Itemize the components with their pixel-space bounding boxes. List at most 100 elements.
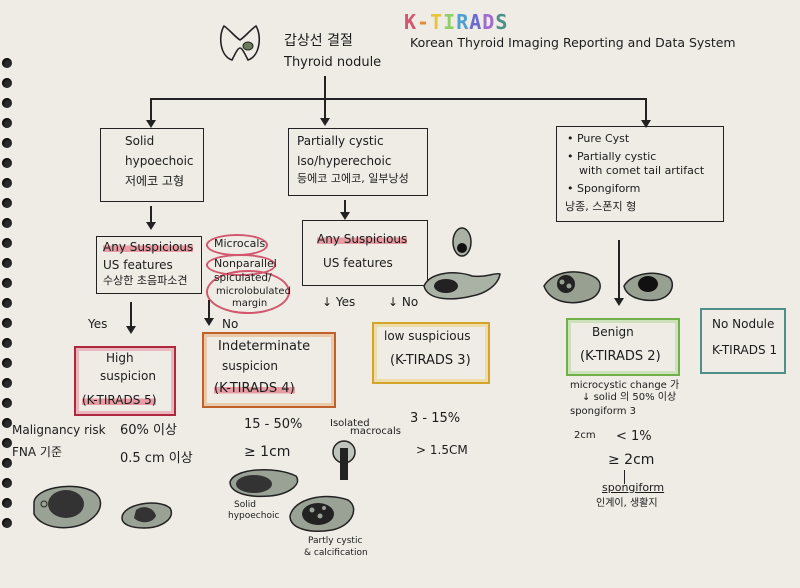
connector-line (645, 98, 647, 122)
binder-ring (2, 78, 12, 88)
thyroid-gland-icon (219, 24, 261, 61)
malignancy-risk-label: Malignancy risk (12, 423, 106, 437)
suspicious-text: US features (103, 258, 173, 272)
branch-text: 낭종, 스폰지 형 (565, 200, 637, 213)
arrow-down-icon (146, 222, 156, 230)
macrocalcification-sketch-icon (332, 440, 356, 480)
nodule-sketch-icon (33, 485, 102, 529)
solid-hypoechoic-sketch-icon (229, 469, 299, 498)
binder-ring (2, 458, 12, 468)
solid-hypo-label: hypoechoic (228, 511, 280, 521)
benign-note: ↓ solid 의 50% 이상 (582, 392, 677, 403)
title-korean: 갑상선 결절 (284, 33, 353, 49)
binder-ring (2, 338, 12, 348)
connector-line (150, 98, 152, 122)
connector-line (324, 76, 326, 98)
k2-2cm-note: 2cm (574, 430, 596, 441)
k3-risk: 3 - 15% (410, 411, 461, 426)
arrow-down-icon (204, 318, 214, 326)
binder-ring (2, 498, 12, 508)
arrow-down-icon (641, 120, 651, 128)
arrow-down-icon (320, 118, 330, 126)
binder-ring (2, 298, 12, 308)
k4-risk: 15 - 50% (244, 417, 303, 432)
title-english: Thyroid nodule (284, 55, 382, 70)
fna-label: FNA 기준 (12, 445, 62, 459)
connector-line (324, 98, 326, 120)
binder-ring (2, 478, 12, 488)
partially-cystic-box: Partially cystic Iso/hyperechoic 등에코 고에코… (288, 128, 428, 196)
solid-hypoechoic-box: Solid hypoechoic 저에코 고형 (100, 128, 204, 202)
binder-ring (2, 278, 12, 288)
feature-nonparallel: Nonparallel (214, 257, 277, 270)
binder-ring (2, 98, 12, 108)
binder-ring (2, 138, 12, 148)
branch-text: • Pure Cyst (567, 132, 630, 145)
k-tirads-2-box: Benign (K-TIRADS 2) (566, 318, 680, 376)
connector-line (150, 206, 152, 224)
connector-line (130, 302, 132, 328)
macrocals-label: macrocals (350, 426, 401, 437)
partly-cystic-label: Partly cystic (308, 536, 363, 546)
solid-suspicious-box: Any Suspicious US features 수상한 초음파소견 (96, 236, 202, 294)
binder-ring (2, 378, 12, 388)
category-text: low suspicious (384, 329, 471, 343)
branch-text: • Spongiform (567, 182, 641, 195)
k-tirads-4-box: Indeterminate suspicion (K-TIRADS 4) (202, 332, 336, 408)
feature-microlobulated: microlobulated (216, 286, 291, 297)
suspicious-text: 수상한 초음파소견 (103, 274, 188, 287)
no-label: ↓ No (388, 295, 419, 309)
category-text: (K-TIRADS 5) (82, 393, 157, 407)
k5-fna: 0.5 cm 이상 (120, 451, 193, 466)
ktirads-logo: K-TIRADS (404, 10, 509, 34)
binder-ring (2, 58, 12, 68)
binder-ring (2, 358, 12, 368)
branch-text: Solid (125, 134, 155, 148)
k4-fna: ≥ 1cm (244, 444, 291, 460)
partly-cystic-sketch-icon (289, 495, 355, 532)
binder-ring (2, 318, 12, 328)
cyst-sketch-icon (543, 271, 674, 304)
spongiform-note: spongiform (602, 481, 665, 494)
pure-cyst-box: • Pure Cyst • Partially cystic with come… (556, 126, 724, 222)
benign-note: microcystic change 가 (570, 380, 680, 391)
yes-label: Yes (88, 317, 108, 331)
k-tirads-3-box: low suspicious (K-TIRADS 3) (372, 322, 490, 384)
nodule-sketch-icon (121, 502, 173, 529)
feature-margin: margin (232, 298, 268, 309)
feature-spiculated: spiculated/ (214, 272, 272, 284)
connector-line (344, 200, 346, 214)
binder-ring (2, 218, 12, 228)
category-text: suspicion (100, 369, 156, 383)
binder-ring (2, 118, 12, 128)
k-tirads-5-box: High suspicion (K-TIRADS 5) (74, 346, 176, 416)
feature-oval (206, 270, 290, 314)
category-text: No Nodule (712, 317, 775, 331)
arrow-down-icon (614, 298, 624, 306)
k-tirads-1-box: No Nodule K-TIRADS 1 (700, 308, 786, 374)
category-text: suspicion (222, 359, 278, 373)
connector-line (624, 470, 626, 484)
category-text: (K-TIRADS 2) (580, 349, 661, 364)
binder-ring (2, 198, 12, 208)
k3-fna: > 1.5CM (416, 443, 468, 457)
no-label: No (222, 317, 239, 331)
category-text: (K-TIRADS 4) (214, 381, 295, 396)
connector-line (618, 240, 620, 300)
category-text: (K-TIRADS 3) (390, 353, 471, 368)
k2-risk: < 1% (616, 429, 652, 444)
yes-label: ↓ Yes (322, 295, 356, 309)
category-text: Indeterminate (218, 339, 311, 354)
binder-ring (2, 518, 12, 528)
binder-ring (2, 398, 12, 408)
partly-cystic-label: & calcification (304, 548, 368, 558)
suspicious-text: Any Suspicious (103, 240, 194, 254)
system-subtitle: Korean Thyroid Imaging Reporting and Dat… (410, 35, 736, 50)
binder-ring (2, 158, 12, 168)
spongiform-ko-note: 인계이, 생활지 (596, 498, 658, 509)
suspicious-text: US features (323, 256, 393, 270)
binder-ring (2, 238, 12, 248)
arrow-down-icon (126, 326, 136, 334)
nodule-sketch-icon (423, 227, 501, 300)
